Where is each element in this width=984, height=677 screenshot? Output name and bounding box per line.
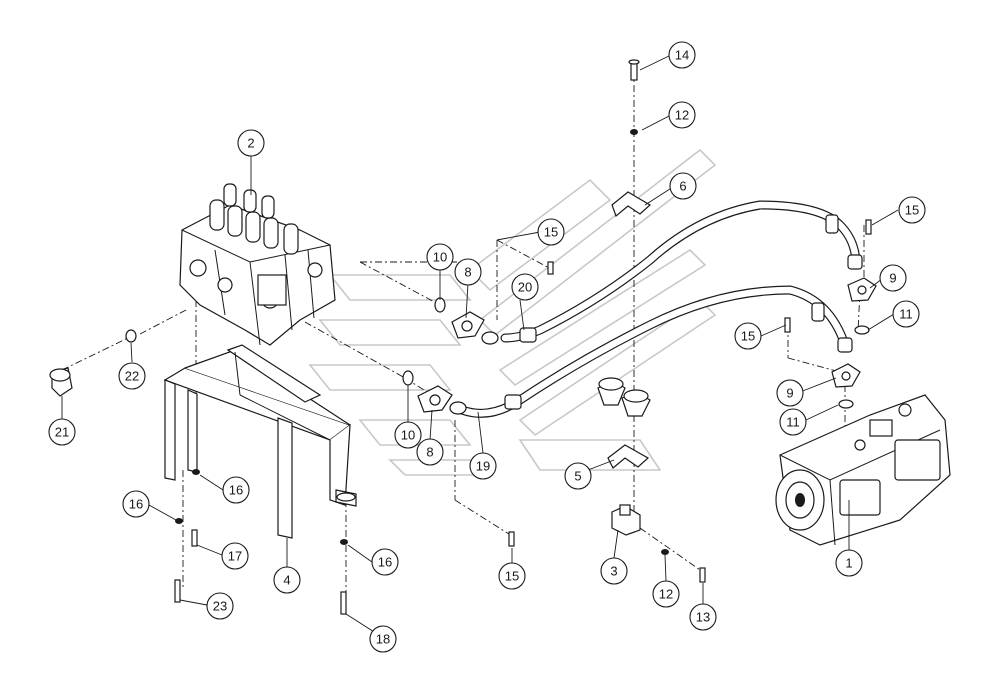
callout-3: 3 [600, 557, 628, 585]
callout-4-label: 4 [283, 573, 290, 588]
callout-15-upper: 15 [537, 218, 565, 246]
callout-4: 4 [273, 566, 301, 594]
callout-22: 22 [118, 362, 146, 390]
callout-6: 6 [669, 172, 697, 200]
callout-14-label: 14 [675, 48, 689, 63]
callout-16-right-label: 16 [378, 555, 392, 570]
callout-10-lower: 10 [394, 421, 422, 449]
callout-10-upper: 10 [426, 243, 454, 271]
hydraulic-hoses [449, 200, 863, 418]
callout-2-label: 2 [247, 136, 254, 151]
callout-8-upper: 8 [454, 258, 482, 286]
callout-23: 23 [206, 592, 234, 620]
callout-9-lower-label: 9 [786, 386, 793, 401]
callout-balloons: 1 2 3 4 5 6 8 8 9 9 10 10 11 11 12 12 13… [48, 41, 926, 653]
mounting-bracket-frame [163, 344, 357, 539]
callout-9-upper-label: 9 [889, 271, 896, 286]
callout-1-label: 1 [845, 556, 852, 571]
callout-10-lower-label: 10 [401, 428, 415, 443]
callout-5: 5 [564, 462, 592, 490]
callout-16-right: 16 [371, 548, 399, 576]
callout-20: 20 [511, 273, 539, 301]
flange-halves [417, 277, 877, 413]
callout-18: 18 [369, 625, 397, 653]
watermark-logo [308, 148, 717, 476]
control-valve-block [179, 183, 336, 346]
callout-8-lower: 8 [416, 438, 444, 466]
callout-15-middle-label: 15 [741, 329, 755, 344]
callout-22-label: 22 [125, 369, 139, 384]
callout-14: 14 [668, 41, 696, 69]
callout-15-upper-label: 15 [544, 225, 558, 240]
callout-21-label: 21 [55, 425, 69, 440]
callout-8-upper-label: 8 [464, 265, 471, 280]
callout-15-right-label: 15 [905, 203, 919, 218]
callout-9-upper: 9 [879, 264, 907, 292]
callout-17: 17 [221, 542, 249, 570]
clamps-and-brackets [607, 191, 652, 536]
callout-10-upper-label: 10 [433, 250, 447, 265]
bolts-and-washers [174, 59, 872, 615]
callout-5-label: 5 [574, 469, 581, 484]
leader-lines [61, 54, 899, 638]
callout-8-lower-label: 8 [426, 445, 433, 460]
callout-12-upper-label: 12 [675, 108, 689, 123]
hydraulic-pump [775, 394, 951, 546]
callout-23-label: 23 [213, 599, 227, 614]
callout-17-label: 17 [228, 549, 242, 564]
callout-9-lower: 9 [776, 379, 804, 407]
callout-18-label: 18 [376, 632, 390, 647]
callout-12-lower-label: 12 [659, 587, 673, 602]
callout-19: 19 [469, 452, 497, 480]
callout-15-middle: 15 [734, 322, 762, 350]
callout-1: 1 [835, 549, 863, 577]
callout-11-upper: 11 [892, 300, 920, 328]
callout-21: 21 [48, 418, 76, 446]
callout-6-label: 6 [679, 179, 686, 194]
callout-2: 2 [237, 129, 265, 157]
callout-15-right: 15 [898, 196, 926, 224]
callout-16-middle-label: 16 [229, 483, 243, 498]
callout-11-upper-label: 11 [899, 307, 913, 322]
callout-20-label: 20 [518, 280, 532, 295]
callout-15-lower-label: 15 [505, 569, 519, 584]
callout-16-left: 16 [122, 490, 150, 518]
callout-11-lower: 11 [779, 408, 807, 436]
callout-13: 13 [689, 603, 717, 631]
callout-11-lower-label: 11 [786, 415, 800, 430]
callout-16-middle: 16 [222, 476, 250, 504]
callout-16-left-label: 16 [129, 497, 143, 512]
callout-13-label: 13 [696, 610, 710, 625]
callout-12-lower: 12 [652, 580, 680, 608]
fittings [49, 367, 651, 417]
callout-15-lower: 15 [498, 562, 526, 590]
callout-3-label: 3 [610, 564, 617, 579]
callout-19-label: 19 [476, 459, 490, 474]
callout-12-upper: 12 [668, 101, 696, 129]
